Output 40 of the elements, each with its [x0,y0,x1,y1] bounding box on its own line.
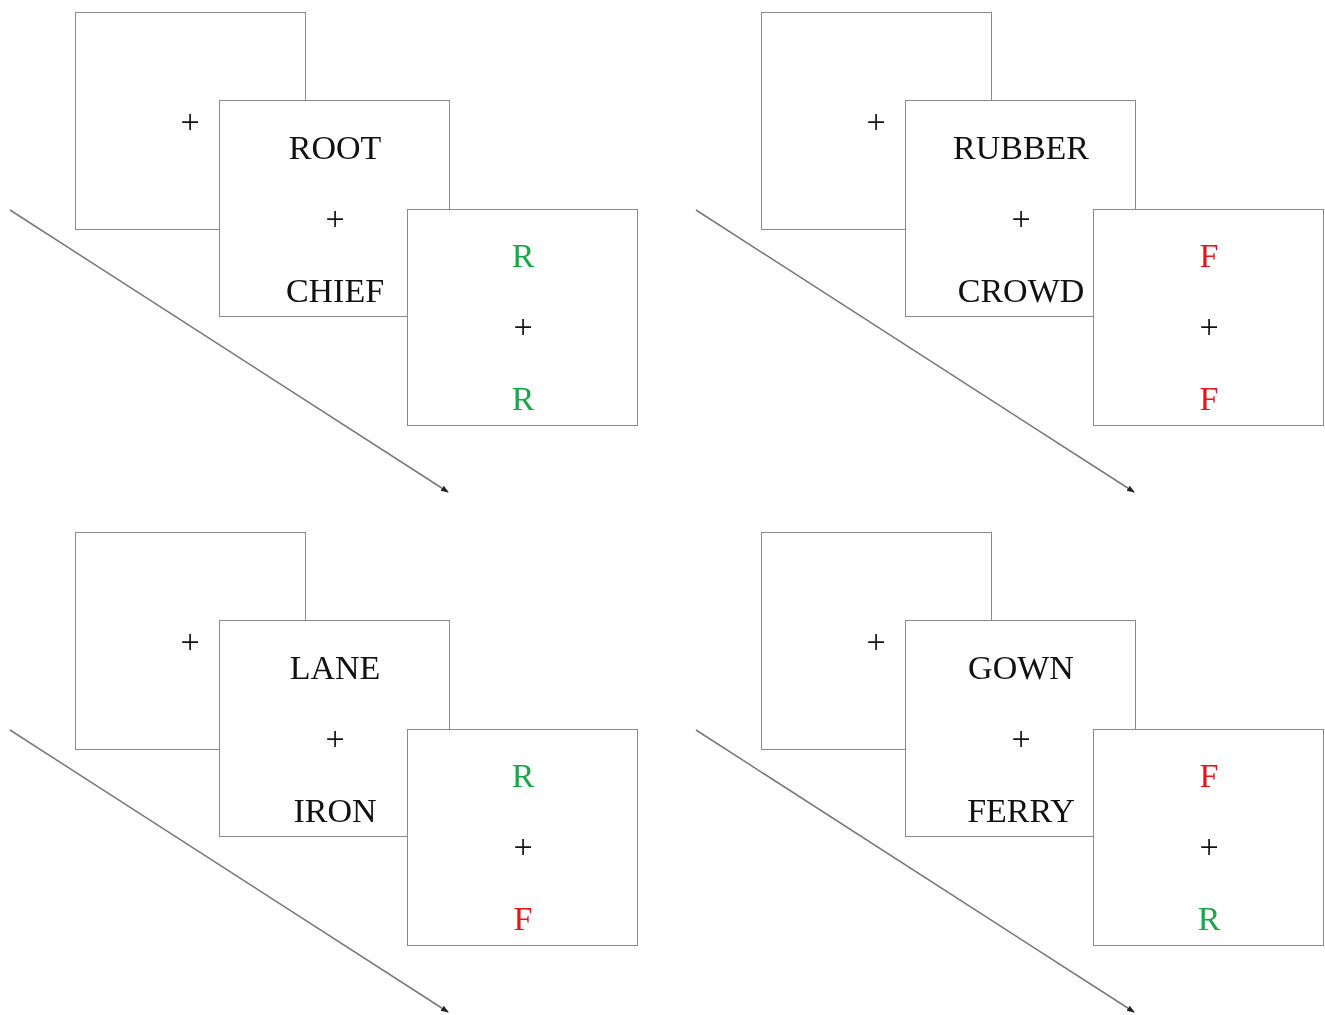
response-letter: R [1197,902,1221,936]
fixation-cross: + [866,105,886,139]
screen-frame [219,100,407,317]
response-letter: R [511,239,535,273]
screen-frame [761,12,905,230]
fixation-cross: + [325,722,345,756]
response-letter: R [511,382,535,416]
fixation-cross: + [1199,830,1219,864]
fixation-cross: + [180,625,200,659]
response-letter: F [1199,239,1219,273]
fixation-cross: + [180,105,200,139]
screen-frame [761,532,905,750]
fixation-cross: + [1011,722,1031,756]
word-text: CHIEF [285,274,385,308]
screen-frame [75,532,219,750]
fixation-cross: + [513,310,533,344]
screen-frame [1093,209,1324,426]
fixation-cross: + [1199,310,1219,344]
fixation-cross: + [513,830,533,864]
screen-frame [407,729,638,946]
screen-frame [75,12,219,230]
word-text: GOWN [968,651,1074,685]
fixation-cross: + [866,625,886,659]
response-letter: F [513,902,533,936]
fixation-cross: + [1011,202,1031,236]
screen-frame [219,620,407,837]
response-letter: F [1199,759,1219,793]
screen-frame [905,100,1093,317]
response-letter: R [511,759,535,793]
word-text: RUBBER [953,131,1089,165]
word-text: CROWD [957,274,1085,308]
screen-frame [1093,729,1324,946]
word-text: LANE [289,651,381,685]
word-text: IRON [293,794,377,828]
word-text: FERRY [967,794,1075,828]
screen-frame [407,209,638,426]
response-letter: F [1199,382,1219,416]
word-text: ROOT [288,131,382,165]
screen-frame [905,620,1093,837]
fixation-cross: + [325,202,345,236]
